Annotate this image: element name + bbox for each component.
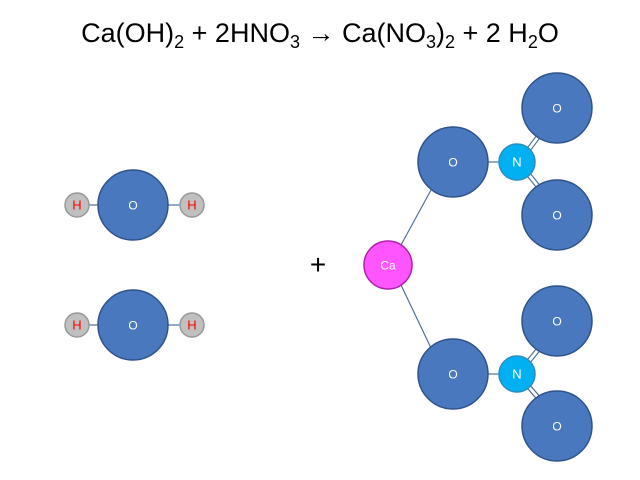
hydrogen-atom [179,312,205,338]
oxygen-atom [521,72,593,144]
bond-line [400,189,432,246]
oxygen-atom-label: O [128,318,137,332]
plus-sign: + [310,249,326,280]
chemical-equation: Ca(OH)2 + 2HNO3 → Ca(NO3)2 + 2 H2O [81,18,559,52]
oxygen-atom [521,285,593,357]
hydrogen-atom [64,192,90,218]
oxygen-atom [97,169,169,241]
oxygen-atom-label: O [552,101,561,115]
hydrogen-atom-label: H [72,318,81,333]
bond-line [400,284,432,349]
oxygen-atom-label: O [552,419,561,433]
hydrogen-atom [64,312,90,338]
calcium-atom-label: Ca [380,258,396,272]
hydrogen-atom [179,192,205,218]
oxygen-atom [521,390,593,462]
oxygen-atom-label: O [448,367,457,381]
calcium-atom [363,240,413,290]
oxygen-atom-label: O [448,155,457,169]
hydrogen-atom-label: H [187,198,196,213]
oxygen-atom-label: O [552,314,561,328]
oxygen-atom [97,289,169,361]
oxygen-atom [417,126,489,198]
nitrogen-atom [498,355,536,393]
nitrogen-atom [498,143,536,181]
oxygen-atom [521,179,593,251]
nitrogen-atom-label: N [512,155,521,170]
hydrogen-atom-label: H [72,198,81,213]
nitrogen-atom-label: N [512,367,521,382]
oxygen-atom-label: O [552,208,561,222]
oxygen-atom-label: O [128,198,137,212]
oxygen-atom [417,338,489,410]
hydrogen-atom-label: H [187,318,196,333]
